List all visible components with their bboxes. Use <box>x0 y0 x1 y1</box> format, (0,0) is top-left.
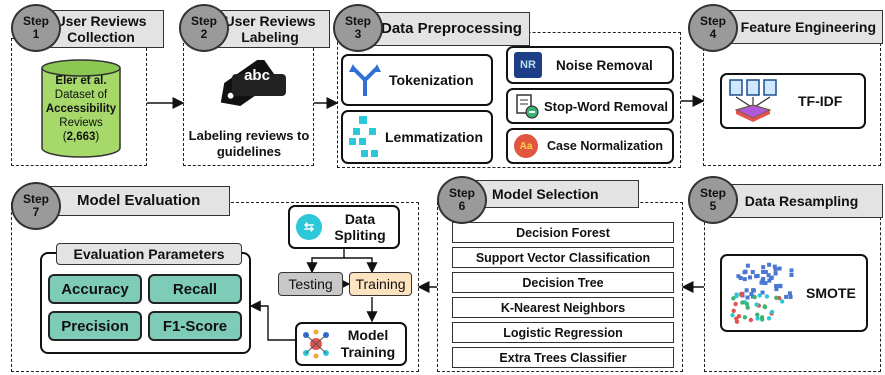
step4-title: Feature Engineering <box>740 19 876 35</box>
tfidf-label: TF-IDF <box>798 93 843 109</box>
arrow-model-evaluation <box>249 300 295 341</box>
labeling-caption: Labeling reviews to guidelines <box>188 128 310 159</box>
tag-label-icon <box>220 60 286 106</box>
step6-title-tab: Model Selection <box>463 180 639 208</box>
step1-badge: Step 1 <box>11 4 61 52</box>
step5-title-tab: Data Resampling <box>720 184 883 218</box>
dataset-label: Eler et al. Dataset of Accessibility Rev… <box>40 74 122 144</box>
step6-badge: Step 6 <box>437 176 487 224</box>
lemmatization-label: Lemmatization <box>385 129 484 145</box>
model-item: Logistic Regression <box>452 322 674 343</box>
testing-label: Testing <box>288 276 333 292</box>
step5-badge: Step 5 <box>688 176 738 224</box>
model-item: Extra Trees Classifier <box>452 347 674 368</box>
document-remove-icon <box>516 94 539 119</box>
noise-removal-icon: NR <box>514 52 542 78</box>
step7-badge-label: Step <box>22 192 49 206</box>
evaluation-parameters-label: Evaluation Parameters <box>73 246 225 262</box>
case-icon: Aa <box>514 134 538 158</box>
step5-title: Data Resampling <box>744 193 859 209</box>
model-item: Decision Forest <box>452 222 674 243</box>
smote-label: SMOTE <box>806 285 856 301</box>
tfidf-box: TF-IDF <box>720 73 866 129</box>
stopword-removal-box: Stop-Word Removal <box>506 88 674 124</box>
step3-badge-number: 3 <box>354 27 362 41</box>
dataset-line4: Reviews <box>59 117 103 129</box>
step7-badge: Step 7 <box>11 182 61 230</box>
tag-text: abc <box>244 67 270 84</box>
step4-badge: Step 4 <box>688 4 738 52</box>
metric-precision: Precision <box>48 311 142 341</box>
tokenization-box: Tokenization <box>341 54 493 106</box>
noise-removal-box: NR Noise Removal <box>506 46 674 84</box>
training-label: Training <box>355 276 406 292</box>
dataset-line2: Dataset of <box>54 89 108 101</box>
step3-title: Data Preprocessing <box>381 20 522 37</box>
step2-badge: Step 2 <box>179 4 229 52</box>
model-item: K-Nearest Neighbors <box>452 297 674 318</box>
lemmatization-box: Lemmatization <box>341 110 493 164</box>
arrow-split-training <box>344 257 378 274</box>
dataset-line3: Accessibility <box>45 103 117 115</box>
model-item: Decision Tree <box>452 272 674 293</box>
step5-badge-label: Step <box>699 186 726 200</box>
model-training-label: Model Training <box>340 327 396 360</box>
step6-badge-number: 6 <box>458 199 466 213</box>
model-item: Support Vector Classification <box>452 247 674 268</box>
metric-accuracy: Accuracy <box>48 274 142 304</box>
metric-recall: Recall <box>148 274 242 304</box>
dataset-author: Eler et al. <box>55 75 107 87</box>
step1-badge-number: 1 <box>32 27 40 41</box>
step2-title: User Reviews Labeling <box>224 13 316 45</box>
step6-badge-label: Step <box>448 186 475 200</box>
step7-title-tab: Model Evaluation <box>36 186 230 216</box>
step4-badge-label: Step <box>699 14 726 28</box>
training-box: Training <box>349 272 412 296</box>
arrow-split-testing <box>306 249 345 274</box>
step3-badge: Step 3 <box>333 4 383 52</box>
stopword-removal-label: Stop-Word Removal <box>544 98 668 114</box>
case-normalization-box: Aa Case Normalization <box>506 128 674 164</box>
step1-title: User Reviews Collection <box>55 13 147 45</box>
step6-title: Model Selection <box>492 186 599 202</box>
step2-badge-label: Step <box>190 14 217 28</box>
dataset-count: 2,663 <box>66 131 96 143</box>
step5-badge-number: 5 <box>709 199 717 213</box>
step4-title-tab: Feature Engineering <box>726 10 883 44</box>
case-normalization-label: Case Normalization <box>546 138 663 153</box>
step3-title-tab: Data Preprocessing <box>364 12 530 46</box>
step7-title: Model Evaluation <box>77 192 201 209</box>
noise-removal-label: Noise Removal <box>556 57 653 73</box>
scatter-points-icon <box>730 262 794 324</box>
split-icon: ⇆ <box>296 214 322 240</box>
testing-box: Testing <box>278 272 343 296</box>
step2-badge-number: 2 <box>200 27 208 41</box>
model-training-box: Model Training <box>295 322 407 366</box>
step4-badge-number: 4 <box>709 27 717 41</box>
tokenization-label: Tokenization <box>389 72 474 88</box>
case-icon-text: Aa <box>519 140 533 152</box>
data-split-box: ⇆ Data Spliting <box>288 205 400 249</box>
database-cylinder-icon <box>41 59 121 158</box>
documents-merge-icon <box>729 79 777 122</box>
metric-f1-score: F1-Score <box>148 311 242 341</box>
step7-badge-number: 7 <box>32 205 40 219</box>
network-nodes-icon <box>303 329 329 359</box>
evaluation-parameters-title: Evaluation Parameters <box>56 243 242 265</box>
split-arrows-icon <box>349 64 381 96</box>
noise-icon-text: NR <box>520 59 536 71</box>
step2-title-tab: User Reviews Labeling <box>210 10 330 48</box>
smote-box: SMOTE <box>720 254 868 332</box>
tree-blocks-icon <box>349 116 378 157</box>
data-split-label: Data Spliting <box>334 211 386 243</box>
step1-badge-label: Step <box>22 14 49 28</box>
step3-badge-label: Step <box>344 14 371 28</box>
